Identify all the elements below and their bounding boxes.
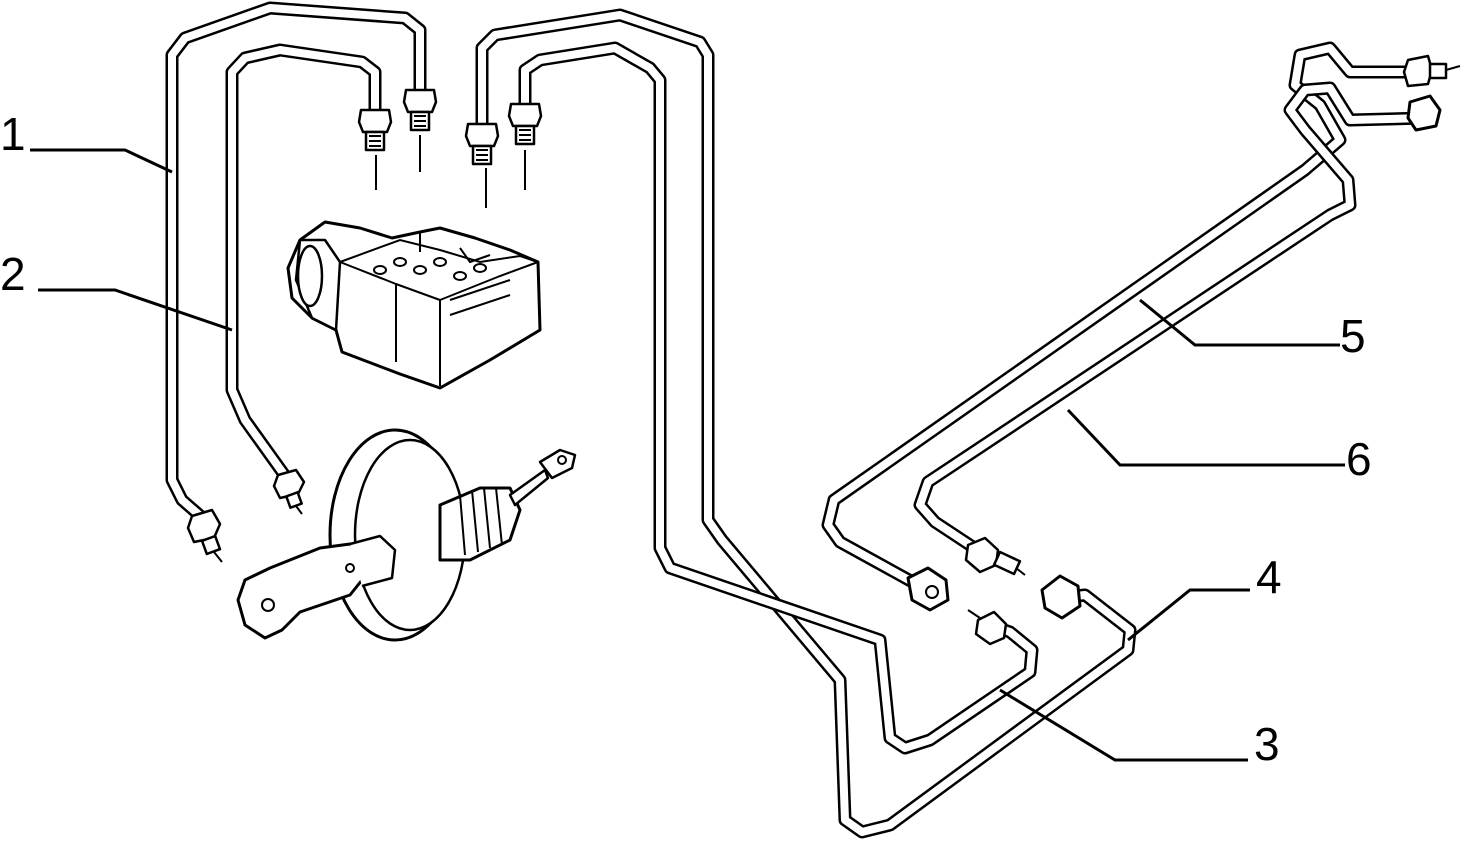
master-cylinder <box>236 534 397 640</box>
fitting-pipe-5-nut <box>906 566 950 612</box>
fitting-pipe-6-union <box>964 536 1026 576</box>
leader-1 <box>30 148 173 174</box>
pipe-5 <box>821 41 1422 592</box>
fitting-pipe-5-upper <box>1402 54 1461 88</box>
leader-3 <box>999 688 1248 762</box>
leader-2 <box>38 288 233 332</box>
leader-5 <box>1139 298 1340 347</box>
callout-6: 6 <box>1346 433 1372 485</box>
pipe-1 <box>165 1 427 527</box>
callout-2: 2 <box>0 248 26 300</box>
fitting-pipe-1-end <box>186 508 223 563</box>
pipe-6 <box>913 81 1432 562</box>
fitting-top-2 <box>357 108 393 190</box>
callout-4: 4 <box>1256 551 1282 603</box>
fitting-pipe-2-end <box>272 468 306 515</box>
fitting-top-3 <box>464 122 500 208</box>
abs-modulator-unit <box>286 220 542 390</box>
fitting-pipe-4-nut <box>1040 574 1082 620</box>
callout-3: 3 <box>1254 718 1280 770</box>
leader-4 <box>1127 588 1250 642</box>
leader-lines <box>30 148 1345 762</box>
pipe-3 <box>518 41 1039 755</box>
leader-6 <box>1066 408 1345 467</box>
pipe-2 <box>225 43 382 487</box>
fitting-pipe-6-upper <box>1406 94 1442 132</box>
fitting-top-4 <box>507 102 543 190</box>
callout-1: 1 <box>0 108 26 160</box>
callout-5: 5 <box>1340 310 1366 362</box>
fitting-top-1 <box>402 88 438 172</box>
brake-servo <box>328 428 577 642</box>
fitting-pipe-3-union <box>967 609 1008 646</box>
